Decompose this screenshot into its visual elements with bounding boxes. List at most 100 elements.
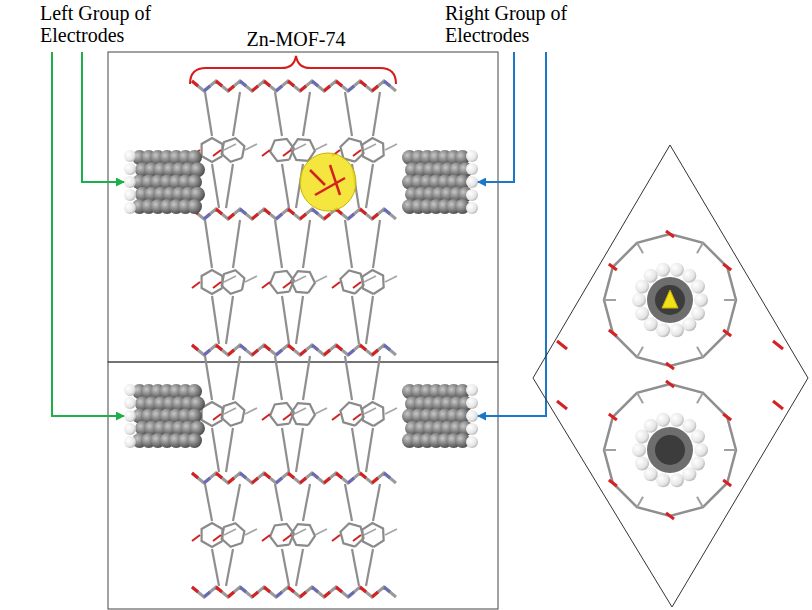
- linker-bond: [282, 428, 289, 472]
- chain-backbone: [192, 345, 396, 355]
- oxygen-stick: [315, 178, 345, 195]
- methyl-stick: [364, 408, 376, 414]
- zinc-bond: [240, 345, 246, 350]
- hydrogen-atom: [656, 263, 670, 277]
- oxygen-stick: [353, 150, 361, 156]
- zinc-bond: [312, 587, 318, 592]
- methyl-stick: [604, 449, 616, 451]
- hydrogen-atom: [466, 189, 478, 201]
- methyl-stick: [724, 299, 736, 301]
- zinc-bond: [312, 345, 318, 350]
- oxygen-bond: [360, 209, 366, 214]
- oxygen-bond: [360, 587, 366, 592]
- hydrogen-atom: [632, 443, 646, 457]
- oxygen-node: [609, 480, 617, 486]
- oxygen-bond: [300, 86, 306, 91]
- hydrogen-atom: [656, 473, 670, 487]
- oxygen-bond: [264, 587, 270, 592]
- structure-label: Zn-MOF-74: [226, 28, 366, 50]
- linker-bond: [233, 220, 240, 268]
- zinc-bond: [384, 345, 390, 350]
- linker-bond: [366, 164, 373, 208]
- linker-bond: [282, 296, 289, 344]
- linker-bond: [296, 428, 303, 472]
- phenyl-ring: [362, 270, 383, 294]
- zinc-bond: [204, 86, 210, 91]
- linker-bond: [352, 549, 359, 586]
- hydrogen-atom: [124, 202, 136, 214]
- oxygen-bond: [336, 81, 342, 86]
- pore: [604, 231, 736, 369]
- linker-bond: [226, 549, 233, 586]
- carbon-atom: [187, 433, 202, 448]
- phenyl-ring: [291, 139, 315, 161]
- oxygen-stick: [262, 282, 270, 288]
- linker-bond: [275, 484, 282, 521]
- nanotube-electrode: [402, 150, 478, 214]
- chain-backbone: [192, 473, 396, 483]
- oxygen-bond: [252, 592, 258, 597]
- hydrogen-atom: [124, 436, 136, 448]
- group-label: Right Group of Electrodes: [445, 2, 615, 46]
- linker-bond: [366, 296, 373, 344]
- zinc-bond: [312, 209, 318, 214]
- oxygen-bond: [264, 209, 270, 214]
- linker-bond: [303, 356, 310, 400]
- linker-bond: [275, 92, 282, 136]
- linker-bond: [205, 356, 212, 400]
- leader-arrow: [82, 52, 124, 182]
- linker-bond: [352, 428, 359, 472]
- oxygen-bond: [288, 345, 294, 350]
- chain-backbone: [192, 587, 396, 597]
- oxygen-stick: [213, 150, 221, 156]
- oxygen-bond: [300, 592, 306, 597]
- linker-bond: [366, 549, 373, 586]
- linker-bond: [296, 296, 303, 344]
- hydrogen-atom: [124, 410, 136, 422]
- methyl-stick: [294, 276, 306, 282]
- methyl-stick: [245, 529, 257, 535]
- top-view: [533, 145, 808, 607]
- hydrogen-atom: [682, 467, 696, 481]
- hydrogen-atom: [632, 293, 646, 307]
- zinc-bond: [204, 478, 210, 483]
- phenyl-ring: [270, 139, 294, 161]
- oxygen-bond: [216, 81, 222, 86]
- linker-bond: [212, 428, 219, 472]
- methyl-stick: [315, 529, 327, 535]
- chain-backbone: [192, 81, 396, 91]
- methyl-stick: [364, 144, 376, 150]
- phenyl-ring: [340, 523, 363, 546]
- leader-arrow: [478, 52, 546, 416]
- phenyl-ring: [202, 523, 223, 547]
- hydrogen-atom: [466, 150, 478, 162]
- oxygen-stick: [353, 414, 361, 420]
- linker-bond: [373, 356, 380, 400]
- linker-bond: [296, 549, 303, 586]
- linker-bond: [345, 484, 352, 521]
- oxygen-node: [666, 363, 674, 369]
- pore-wall: [604, 384, 736, 516]
- oxygen-node: [609, 414, 617, 420]
- phenyl-ring: [222, 138, 245, 162]
- oxygen-stick: [262, 150, 270, 156]
- methyl-stick: [364, 529, 376, 535]
- linker-bond: [212, 549, 219, 586]
- hydrogen-atom: [466, 202, 478, 214]
- oxygen-bond: [372, 350, 378, 355]
- hydrogen-atom: [466, 176, 478, 188]
- hydrogen-atom: [691, 280, 705, 294]
- methyl-stick: [364, 276, 376, 282]
- oxygen-stick: [262, 535, 270, 541]
- pore: [604, 381, 736, 519]
- oxygen-stick: [283, 282, 291, 288]
- linker-bond: [226, 428, 233, 472]
- hydrogen-atom: [694, 293, 708, 307]
- tube-inner: [655, 435, 685, 465]
- zinc-bond: [240, 587, 246, 592]
- oxygen-bond: [372, 478, 378, 483]
- oxygen-node: [557, 401, 567, 409]
- methyl-stick: [224, 408, 236, 414]
- methyl-stick: [224, 276, 236, 282]
